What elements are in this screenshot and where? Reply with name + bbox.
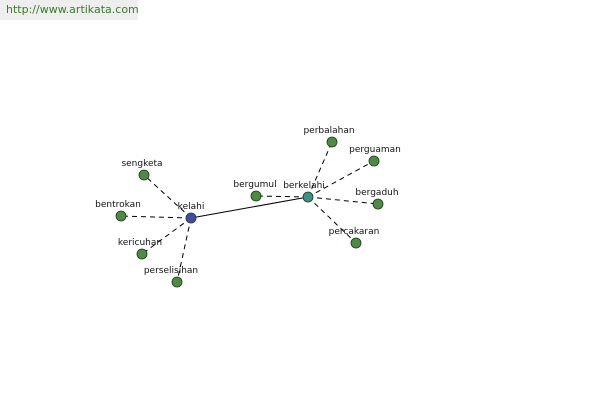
node-kericuhan[interactable] — [136, 248, 148, 260]
node-sengketa[interactable] — [138, 169, 150, 181]
node-perbalahan[interactable] — [326, 136, 338, 148]
edge-kelahi-kericuhan — [141, 217, 192, 255]
labels-layer: kelahi berkelahi sengketa bentrokan kericuha… — [95, 126, 401, 276]
node-label-sengketa[interactable]: sengketa — [121, 159, 162, 169]
node-label-bentrokan[interactable]: bentrokan — [95, 200, 141, 210]
node-label-perguaman[interactable]: perguaman — [349, 145, 401, 155]
node-bergaduh[interactable] — [372, 198, 384, 210]
node-label-kericuhan[interactable]: kericuhan — [118, 238, 162, 248]
node-label-bergumul[interactable]: bergumul — [233, 180, 276, 190]
node-label-perselisihan[interactable]: perselisihan — [144, 266, 198, 276]
site-url-banner[interactable]: http://www.artikata.com — [0, 0, 139, 20]
edge-berkelahi-bergumul — [255, 195, 309, 198]
node-label-bergaduh[interactable]: bergaduh — [355, 188, 398, 198]
node-label-kelahi[interactable]: kelahi — [178, 202, 205, 212]
node-berkelahi[interactable] — [302, 191, 314, 203]
node-label-percakaran[interactable]: percakaran — [329, 227, 380, 237]
edges-layer — [120, 141, 379, 283]
node-kelahi[interactable] — [185, 212, 197, 224]
node-bergumul[interactable] — [250, 190, 262, 202]
site-url-text[interactable]: http://www.artikata.com — [6, 3, 139, 16]
node-bentrokan[interactable] — [115, 210, 127, 222]
edge-berkelahi-bergaduh — [307, 196, 379, 205]
edge-kelahi-sengketa — [143, 174, 192, 219]
node-percakaran[interactable] — [350, 237, 362, 249]
node-perguaman[interactable] — [368, 155, 380, 167]
edge-kelahi-perselisihan — [176, 217, 192, 283]
node-label-perbalahan[interactable]: perbalahan — [303, 126, 354, 136]
edge-berkelahi-perbalahan — [307, 141, 333, 198]
edge-berkelahi-percakaran — [307, 196, 357, 244]
node-perselisihan[interactable] — [171, 276, 183, 288]
edge-berkelahi-perguaman — [307, 160, 375, 198]
node-label-berkelahi[interactable]: berkelahi — [283, 181, 325, 191]
nodes-layer — [115, 136, 384, 288]
edge-kelahi-berkelahi — [190, 196, 309, 219]
edge-kelahi-bentrokan — [120, 215, 192, 219]
